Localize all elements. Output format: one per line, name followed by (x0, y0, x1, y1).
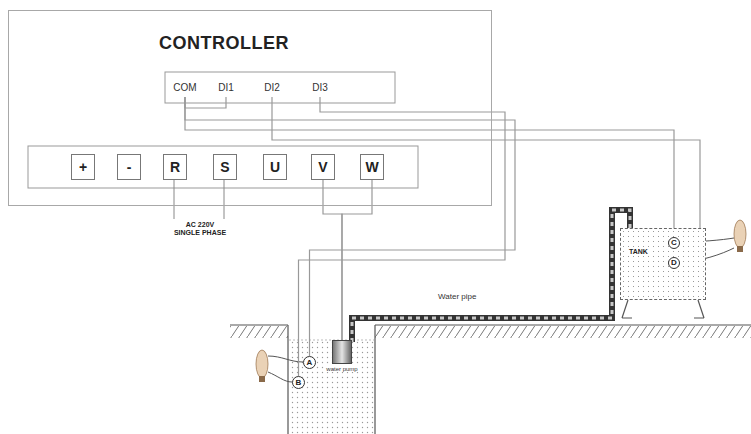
power-terminal: S (213, 154, 237, 180)
di-terminal-strip (165, 72, 395, 103)
node-text: U (270, 159, 280, 175)
water-pipe (352, 210, 630, 342)
power-terminal: W (360, 154, 384, 180)
level-probe: D (668, 257, 680, 269)
tank-legs (622, 300, 704, 318)
ground-hatch (375, 326, 751, 338)
well-water (289, 340, 374, 434)
node-text: V (318, 159, 327, 175)
level-probe: A (303, 356, 316, 369)
power-terminal-strip (28, 146, 418, 188)
signal-wire (185, 97, 674, 237)
power-terminal: - (117, 154, 141, 180)
pipe-label: Water pipe (436, 292, 478, 301)
signal-wire (185, 97, 515, 356)
input-terminal: DI1 (211, 77, 241, 97)
level-probe: C (668, 237, 680, 249)
ground-line (230, 324, 288, 325)
well-wall (374, 325, 375, 434)
node-text: DI1 (218, 82, 234, 93)
node-text: - (127, 159, 132, 175)
well-wall (287, 325, 288, 434)
node-text: + (79, 159, 87, 175)
ground-line (375, 324, 751, 325)
water-tank: TANK C D (620, 228, 706, 300)
node-text: DI3 (312, 82, 328, 93)
water-pump: water pump (324, 340, 360, 372)
node-text: C (671, 239, 677, 247)
node-text: COM (173, 82, 196, 93)
leader-line (224, 178, 225, 219)
power-terminal: R (163, 154, 187, 180)
signal-wire (299, 97, 506, 376)
node-text: W (365, 159, 378, 175)
node-text: S (220, 159, 229, 175)
node-text: B (296, 379, 302, 387)
level-probe: B (292, 376, 305, 389)
node-text: R (170, 159, 180, 175)
ground-hatch (230, 326, 288, 338)
leader-line (174, 178, 175, 219)
signal-wire (185, 97, 226, 108)
supply-label: AC 220V SINGLE PHASE (172, 221, 228, 237)
power-terminal: V (311, 154, 335, 180)
node-text: TANK (628, 248, 649, 255)
controller-box: CONTROLLER COM DI1 DI2 DI3 + - R S U V W (8, 10, 492, 206)
node-text: CONTROLLER (159, 33, 289, 54)
node-text: water pump (324, 366, 360, 372)
power-terminal: U (263, 154, 287, 180)
input-terminal: COM (168, 77, 202, 97)
input-terminal: DI3 (305, 77, 335, 97)
power-terminal: + (71, 154, 95, 180)
input-terminal: DI2 (257, 77, 287, 97)
node-text: DI2 (264, 82, 280, 93)
node-text: D (671, 259, 677, 267)
node-text: A (307, 359, 313, 367)
